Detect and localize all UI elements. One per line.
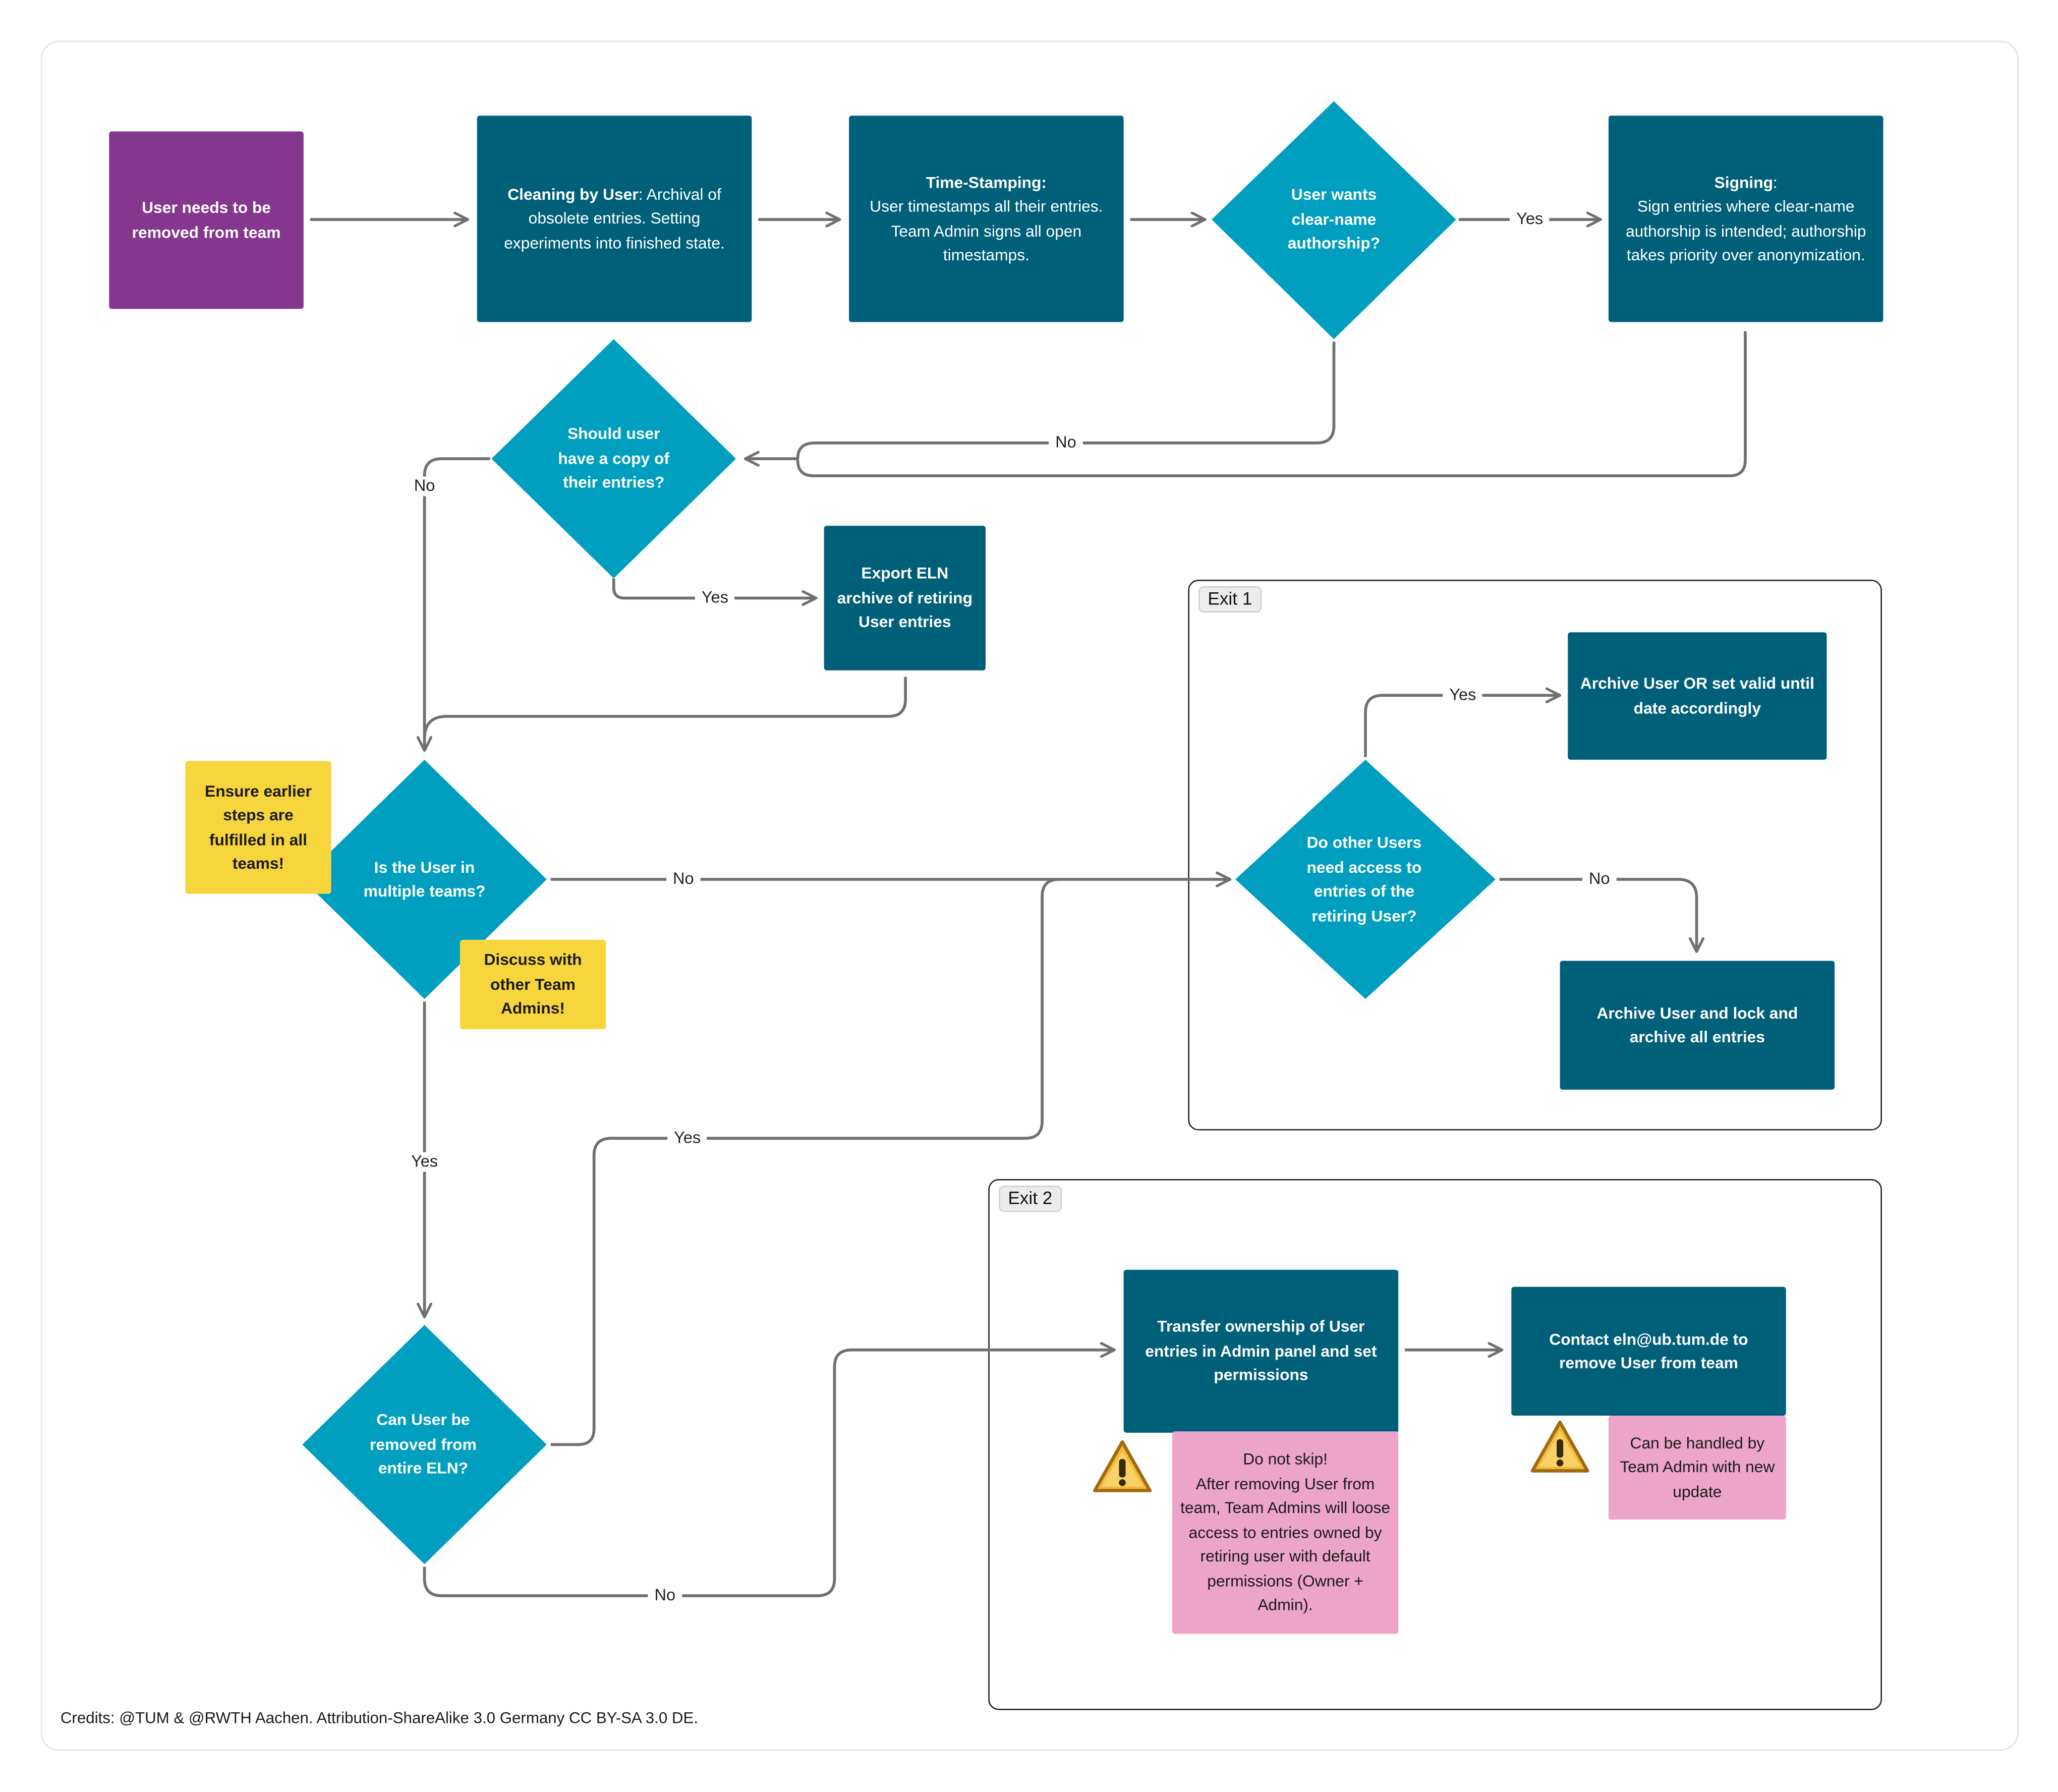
export-node: Export ELN archive of retiring User entr… [824,526,986,670]
export-text: Export ELN archive of retiring User entr… [837,564,973,632]
contact-text: Contact eln@ub.tum.de to remove User fro… [1549,1329,1748,1373]
archive-valid-node: Archive User OR set valid until date acc… [1568,632,1827,760]
multiple-text: Is the User in multiple teams? [363,858,486,901]
transfer-text: Transfer ownership of User entries in Ad… [1145,1317,1377,1385]
exit2-group: Exit 2 [988,1179,1882,1710]
handled-note: Can be handled by Team Admin with new up… [1609,1416,1786,1520]
edge-label-clearname-yes: Yes [1510,209,1550,230]
discuss-note: Discuss with other Team Admins! [460,939,606,1030]
edge-copy-yes [612,578,818,606]
signing-colon: : [1773,173,1778,192]
warning-icon [1093,1440,1152,1492]
diagram-frame [40,40,2019,1751]
cleaning-text: Cleaning by User: Archival of obsolete e… [488,182,741,255]
timestamp-body: User timestamps all their entries. Team … [870,197,1103,264]
edge-label-copy-no: No [407,476,442,496]
timestamp-text: Time-Stamping: User timestamps all their … [860,170,1113,267]
edge-label-copy-yes: Yes [695,588,735,608]
edge-label-multiple-yes: Yes [404,1152,445,1172]
credits-text: Credits: @TUM & @RWTH Aachen. Attributio… [60,1709,699,1727]
edge-label-removed-yes: Yes [667,1128,708,1148]
start-text: User needs to be removed from team [132,198,281,242]
other-users-text: Do other Users need access to entries of… [1306,833,1422,925]
edge-signing-to-copy [796,331,1747,478]
archive-valid-text: Archive User OR set valid until date acc… [1580,674,1814,717]
exit2-label: Exit 2 [999,1186,1062,1212]
edge-label-other-no: No [1582,869,1617,889]
start-node: User needs to be removed from team [109,131,304,309]
signing-node: Signing: Sign entries where clear-name au… [1609,116,1883,322]
cleaning-body: : Archival of obsolete entries. Setting … [504,185,725,252]
copy-text: Should user have a copy of their entries… [558,425,670,492]
removed-text: Can User be removed from entire ELN? [370,1411,477,1478]
exit1-label: Exit 1 [1198,586,1262,613]
signing-title: Signing [1714,173,1774,192]
cleaning-title: Cleaning by User [507,185,639,204]
edge-export-to-multiple [423,677,907,739]
edge-other-no [1499,878,1705,953]
timestamp-title: Time-Stamping: [926,173,1047,192]
cleaning-node: Cleaning by User: Archival of obsolete e… [477,116,752,322]
signing-body: Sign entries where clear-name authorship… [1625,197,1866,264]
exit1-group: Exit 1 [1188,579,1882,1131]
edge-copy-no [416,457,490,752]
edge-label-other-yes: Yes [1443,685,1483,705]
archive-lock-node: Archive User and lock and archive all en… [1560,961,1835,1090]
warning-icon [1530,1420,1589,1473]
archive-lock-text: Archive User and lock and archive all en… [1596,1003,1798,1046]
timestamp-node: Time-Stamping: User timestamps all their … [849,116,1124,322]
edge-removed-no [423,1342,1116,1597]
contact-node: Contact eln@ub.tum.de to remove User fro… [1511,1286,1786,1416]
edge-other-yes [1364,687,1562,757]
clearname-text: User wants clear-name authorship? [1287,186,1381,253]
multiple-diamond [302,759,547,999]
ensure-note: Ensure earlier steps are fulfilled in al… [185,761,331,894]
edge-label-removed-no: No [648,1586,682,1606]
signing-text: Signing: Sign entries where clear-name au… [1619,170,1873,267]
other-users-diamond [1235,759,1496,999]
transfer-node: Transfer ownership of User entries in Ad… [1123,1269,1399,1433]
edge-removed-yes [550,878,1060,1446]
edge-label-clearname-no: No [1049,433,1083,453]
do-not-skip-note: Do not skip! After removing User from te… [1172,1431,1399,1634]
edge-label-multiple-no: No [666,869,701,889]
clearname-diamond [1212,101,1456,340]
